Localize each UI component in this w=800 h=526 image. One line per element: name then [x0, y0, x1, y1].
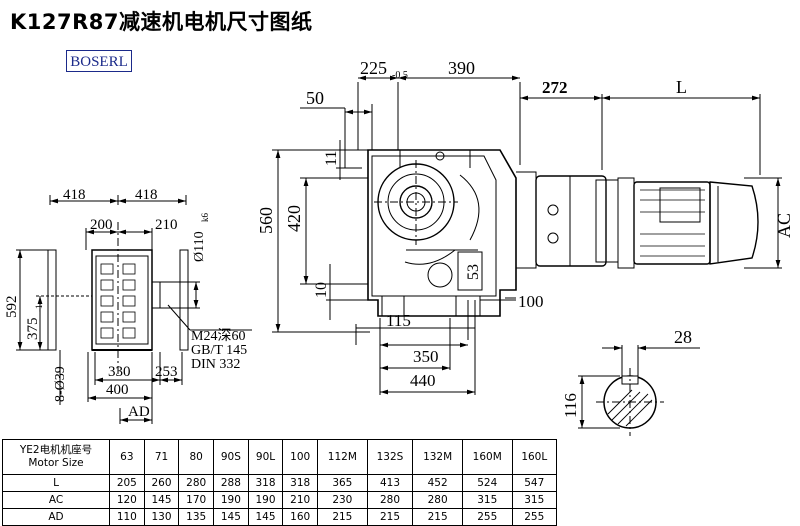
- dim-560: 560: [256, 207, 276, 234]
- table-cell: 205: [109, 474, 145, 492]
- dim-225-tolerance: -0.5: [392, 70, 408, 81]
- table-cell: 190: [213, 491, 249, 509]
- size-cell: 132M: [412, 439, 463, 475]
- size-cell: 63: [109, 439, 145, 475]
- table-cell: 145: [143, 491, 180, 509]
- table-cell: 255: [511, 508, 558, 526]
- motor-size-table: YE2电机机座号 Motor Size 63 71 80 90S 90L 100…: [2, 439, 558, 526]
- table-cell: 210: [282, 491, 319, 509]
- dim-440: 440: [410, 371, 436, 390]
- table-cell: 547: [511, 474, 558, 492]
- table-cell: 315: [461, 491, 513, 509]
- dim-418-left: 418: [63, 187, 86, 203]
- table-cell: 260: [143, 474, 180, 492]
- table-cell: 135: [178, 508, 215, 526]
- dim-115: 115: [386, 311, 411, 330]
- dim-L: L: [676, 77, 687, 97]
- table-cell: 318: [282, 474, 319, 492]
- dim-11: 11: [323, 151, 340, 166]
- table-cell: 280: [366, 491, 414, 509]
- table-cell: 288: [213, 474, 249, 492]
- table-cell: 452: [412, 474, 463, 492]
- dim-AC: AC: [774, 213, 794, 238]
- table-row: AC 120 145 170 190 190 210 230 280 280 3…: [2, 491, 558, 509]
- dim-375-tolerance: -1: [34, 305, 44, 313]
- dim-d110-tolerance: k6: [200, 213, 210, 223]
- dim-100: 100: [518, 292, 544, 311]
- technical-drawing: 418 418 200 210 Ø110 k6 592 375 -1 8-Ø39…: [4, 58, 794, 436]
- table-cell: 215: [366, 508, 414, 526]
- table-cell: 190: [247, 491, 284, 509]
- dim-AD: AD: [128, 404, 150, 420]
- dim-350: 350: [413, 347, 439, 366]
- table-header-cell: YE2电机机座号 Motor Size: [2, 439, 110, 475]
- size-cell: 90S: [213, 439, 249, 475]
- dim-592: 592: [4, 296, 20, 319]
- size-cell: 80: [178, 439, 215, 475]
- table-cell: 160: [282, 508, 319, 526]
- row-label: AC: [2, 491, 110, 509]
- size-cell: 132S: [366, 439, 414, 475]
- dim-390: 390: [448, 58, 475, 78]
- dim-400: 400: [106, 382, 129, 398]
- dim-253: 253: [155, 364, 178, 380]
- table-cell: 145: [213, 508, 249, 526]
- size-cell: 112M: [317, 439, 368, 475]
- dim-10: 10: [313, 282, 330, 298]
- table-cell: 170: [178, 491, 215, 509]
- table-cell: 255: [461, 508, 513, 526]
- page-title: K127R87减速机电机尺寸图纸: [10, 10, 313, 34]
- table-header-row: YE2电机机座号 Motor Size 63 71 80 90S 90L 100…: [2, 439, 558, 475]
- row-label: AD: [2, 508, 110, 526]
- shaft-section: [578, 345, 700, 436]
- size-cell: 160M: [461, 439, 513, 475]
- dim-420: 420: [284, 205, 304, 232]
- dim-116: 116: [561, 393, 580, 418]
- dim-225: 225: [360, 58, 387, 78]
- table-cell: 315: [511, 491, 558, 509]
- dim-50: 50: [306, 88, 324, 108]
- dim-200: 200: [90, 217, 113, 233]
- dim-330: 330: [108, 364, 131, 380]
- table-cell: 215: [317, 508, 368, 526]
- side-view: [16, 195, 252, 424]
- table-cell: 280: [178, 474, 215, 492]
- front-view: [272, 75, 782, 395]
- size-cell: 71: [143, 439, 180, 475]
- table-cell: 110: [109, 508, 145, 526]
- dim-272: 272: [542, 78, 568, 97]
- size-cell: 100: [282, 439, 319, 475]
- dim-53: 53: [465, 264, 482, 280]
- table-cell: 318: [247, 474, 284, 492]
- dim-28: 28: [674, 327, 692, 347]
- table-cell: 230: [317, 491, 368, 509]
- dim-375: 375: [25, 318, 41, 341]
- table-cell: 145: [247, 508, 284, 526]
- row-label: L: [2, 474, 110, 492]
- size-cell: 160L: [511, 439, 558, 475]
- table-cell: 130: [143, 508, 180, 526]
- table-cell: 413: [366, 474, 414, 492]
- table-row: L 205 260 280 288 318 318 365 413 452 52…: [2, 474, 558, 492]
- dim-210: 210: [155, 217, 178, 233]
- thread-note-2: GB/T 145: [191, 343, 247, 358]
- size-cell: 90L: [247, 439, 284, 475]
- table-cell: 120: [109, 491, 145, 509]
- table-row: AD 110 130 135 145 145 160 215 215 215 2…: [2, 508, 558, 526]
- thread-note-1: M24深60: [191, 328, 245, 344]
- dim-d110: Ø110: [192, 231, 207, 262]
- dim-418-right: 418: [135, 187, 158, 203]
- table-cell: 524: [461, 474, 513, 492]
- table-cell: 215: [412, 508, 463, 526]
- brand-logo: BOSERL: [66, 50, 132, 72]
- thread-note-3: DIN 332: [191, 357, 240, 372]
- table-cell: 280: [412, 491, 463, 509]
- dim-8-d39: 8-Ø39: [53, 366, 68, 402]
- table-cell: 365: [317, 474, 368, 492]
